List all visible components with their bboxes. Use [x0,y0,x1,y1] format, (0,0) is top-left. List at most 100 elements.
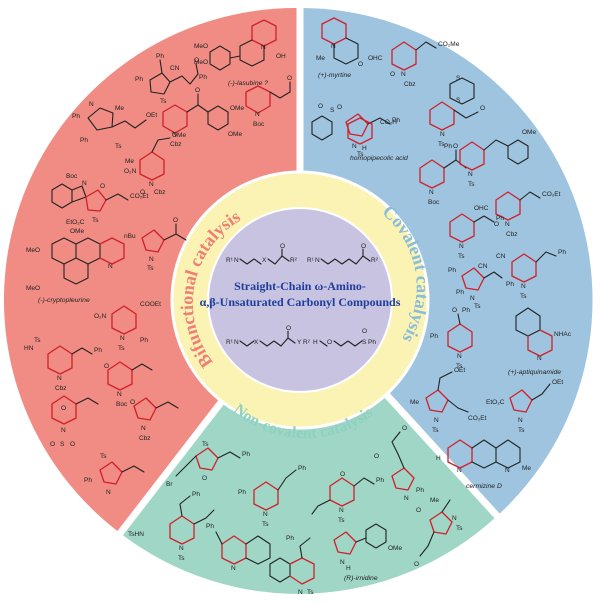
molecule-cryptopleurine: N OMe MeO MeO (-)-cryptopleurine [26,228,125,304]
atom-label: S [60,441,65,448]
atom-label: Ts [468,181,475,188]
atom-label: Me [410,399,419,406]
atom-label: Ph [392,117,400,124]
atom-label: NHAc [554,331,572,338]
atom-label: N [234,339,239,346]
atom-label: O [287,75,292,82]
molecule-bif-9: HN Ts N Cbz Ph [24,337,102,392]
atom-label: Ts [92,217,99,224]
atom-label: Ts [432,427,439,434]
atom-label: R¹ [226,257,234,264]
atom-label: N [505,467,510,474]
atom-label: N [179,545,184,552]
atom-label: Ph [368,339,376,346]
atom-label: CN [478,263,488,270]
atom-label: Ts [100,453,107,460]
atom-label: OMe [388,545,402,552]
molecule-bif-4: N Boc O [245,75,292,128]
molecule-non-6: N Ph [206,523,271,572]
molecule-bif-13: Ts Ph N [84,453,145,496]
atom-label: Ph [206,523,214,530]
atom-label: O [173,217,178,224]
atom-label: N [231,565,236,572]
atom-label: N [459,243,464,250]
molecule-non-4: O N Ph O [374,425,424,502]
atom-label: N [172,131,177,138]
atom-label: N [339,507,344,514]
atom-label: O [104,363,109,370]
noncovalent-molecules: Ts O Ph Br Ph N Ts Ph O N Ts Ph [128,425,463,596]
atom-label: Ph [238,489,246,496]
atom-label: OHC [474,205,489,212]
center-substrates: R¹ N X O R² R¹ N O R² R¹ N X O Y [226,243,379,347]
atom-label: Ts [338,517,345,524]
atom-label: N [457,353,462,360]
molecule-cov-7: N Ts Ph [449,213,504,260]
atom-label: OMe [522,129,536,136]
atom-label: O [340,471,345,478]
atom-label: N [401,71,406,78]
molecule-bif-2: Ph N Me OEt Ph Ts [72,101,157,150]
molecule-cov-2: O S O N Ts Ph [311,103,400,158]
atom-label: O [202,475,207,482]
atom-label: Ph [242,451,250,458]
atom-label: OEt [146,112,157,119]
atom-label: Ph [199,74,207,81]
atom-label: N [452,515,457,522]
atom-label: N [255,111,260,118]
atom-label: CO₂Et [542,191,561,198]
atom-label: TsHN [128,531,144,538]
atom-label: O [402,425,407,432]
center-title-line1: Straight-Chain ω-Amino- [234,279,366,293]
atom-label: Ph [84,477,92,484]
atom-label: MeO [194,59,208,66]
atom-label: Br [166,481,173,488]
atom-label: OMe [228,131,242,138]
molecule-non-2: Ph N Ts Ph [238,465,306,528]
atom-label: Ph [72,113,80,120]
atom-label: O [195,87,200,94]
atom-label: Ts [178,555,185,562]
atom-label: O [390,71,395,78]
molecule-bif-8: O₂N N Ts COOEt Ph [94,301,161,352]
atom-label: Boc [428,199,440,206]
atom-label: N [429,189,434,196]
atom-label: O [194,57,199,64]
center-disc [207,207,393,393]
molecule-bif-10: O N Boc [104,361,153,408]
atom-label: N [82,180,87,187]
name-lasubine: (-)-lasubine ? [228,80,268,87]
atom-label: N [521,283,526,290]
atom-label: HN [24,345,34,352]
atom-label: Ts [456,363,463,370]
atom-label: Cbz [170,141,182,148]
atom-label: O [361,243,366,250]
name-irnidine: (R)-irnidine [344,575,378,582]
atom-label: Y [297,339,302,346]
molecule-non-8: N Ts O Me O [414,497,463,568]
atom-label: O [416,507,421,514]
atom-label: R² [371,257,379,264]
atom-label: Ts [147,265,154,272]
atom-label: S [456,75,461,82]
molecule-bif-5: Boc N O CO₂Et EtO₂C Ts [51,173,149,226]
atom-label: OEt [552,379,563,386]
atom-label: O [61,405,66,412]
substrate-4: H O S O Ph [313,328,376,347]
molecule-lasubine: N OH MeO MeO (-)-lasubine ? [194,19,286,87]
atom-label: OMe [172,132,186,139]
molecule-bif-3: N Cbz O OMe OMe [162,87,244,148]
atom-label: O [480,105,485,112]
atom-label: CN [170,65,180,72]
atom-label: Ph [558,249,566,256]
atom-label: O [70,441,75,448]
atom-label: Cbz [139,435,151,442]
atom-label: nBu [124,233,136,240]
atom-label: N [149,256,154,263]
atom-label: N [315,257,320,264]
center-title-line2: α,β-Unsaturated Carbonyl Compounds [200,295,401,309]
atom-label: O [374,453,379,460]
atom-label: EtO₂C [66,219,85,226]
atom-label: Ts [307,589,314,596]
